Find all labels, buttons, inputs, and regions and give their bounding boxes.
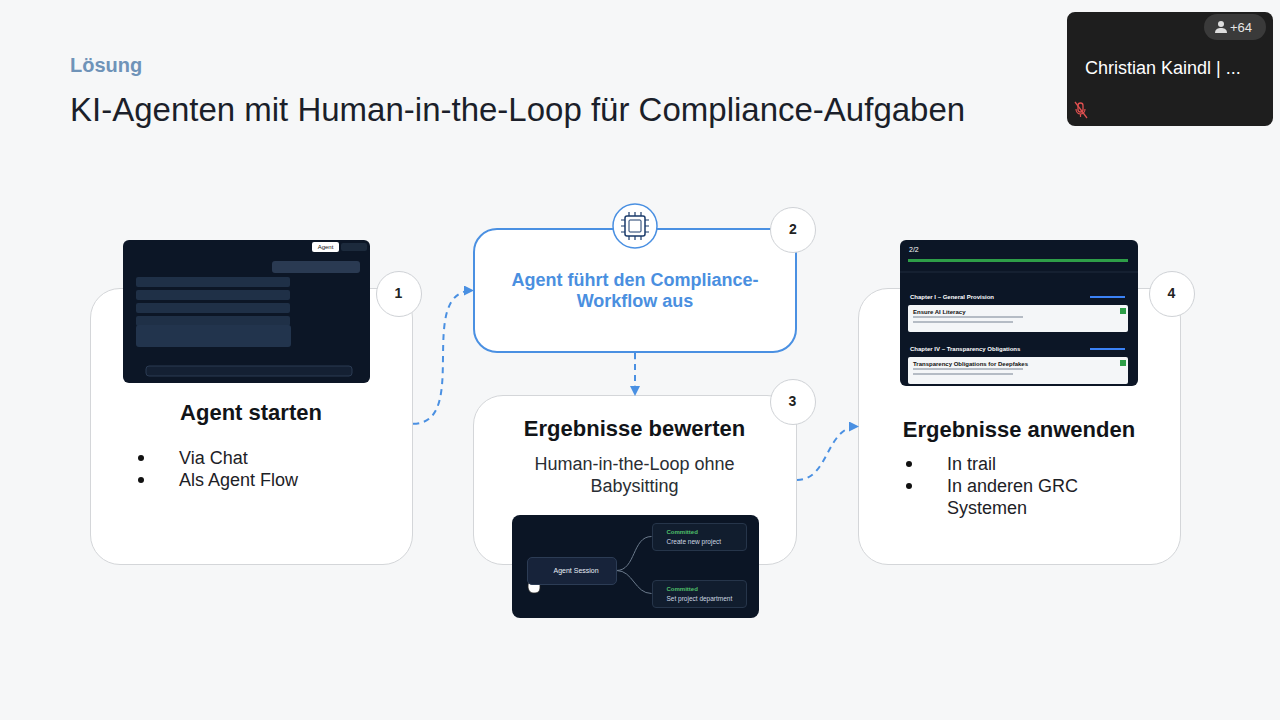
tree-line [617,571,652,594]
step-number: 2 [770,207,816,253]
node-body: In trail [947,453,1147,475]
slide-title: KI-Agenten mit Human-in-the-Loop für Com… [70,90,965,130]
ai-chip-icon [613,204,657,248]
bullet-dot [906,461,912,467]
bullet-dot [138,477,144,483]
node-text: 3 [771,380,815,424]
node-text: 2 [771,208,815,252]
node-text: Ergebnisse anwenden [859,417,1179,443]
node-text: Agent führt den Compliance-Workflow aus [502,270,768,312]
node-text: Committed [667,585,745,593]
flow-arrow [634,353,636,395]
session-box: Agent Session [527,557,617,585]
tree-line [617,537,652,571]
progress-text: 2/2 [909,245,919,254]
node-body: Set project department [667,594,747,603]
node-body: Via Chat [179,447,379,469]
bullet-dot [138,455,144,461]
flow-arrow [413,291,473,424]
checklist-screenshot [900,240,1138,386]
commit-box: CommittedSet project department [652,580,747,608]
section-label: Lösung [70,53,142,77]
node-text: Agent starten [91,400,411,426]
checklist-item: Ensure AI Literacy [913,308,965,316]
commit-box: CommittedCreate new project [652,523,747,551]
chapter-heading: Chapter IV – Transparency Obligations [910,345,1020,353]
flow-arrow [797,427,858,481]
participant-count: +64 [1230,19,1252,36]
node-text: Agent Session [554,566,616,576]
checklist-item: Transparency Obligations for Deepfakes [913,360,1028,368]
step-number: 4 [1149,271,1195,317]
node-text: Ergebnisse bewerten [474,416,795,442]
node-body: In anderen GRC Systemen [947,475,1107,519]
session-panel [512,515,759,618]
chat-screenshot [123,240,370,383]
node-body: Als Agent Flow [179,469,379,491]
node-text: 1 [377,272,421,316]
node-text: Committed [667,528,745,536]
node-text: Christian Kaindl | ... [1085,57,1270,79]
chapter-heading: Chapter I – General Provision [910,293,994,301]
node-body: Human-in-the-Loop ohne Babysitting [509,453,760,497]
step-number: 3 [770,379,816,425]
badge-text: Agent [312,243,339,251]
participants-pill [1204,14,1266,40]
bullet-dot [906,483,912,489]
step-number: 1 [376,271,422,317]
node-text: 4 [1150,272,1194,316]
node-body: Create new project [667,537,747,546]
